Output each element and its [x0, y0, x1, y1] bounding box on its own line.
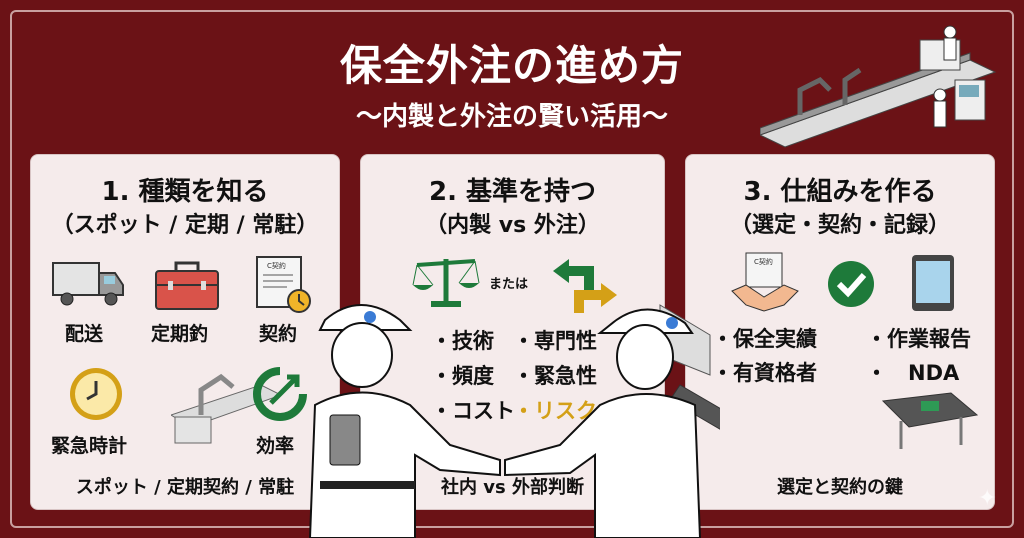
criteria-risk: ・リスク [513, 399, 597, 423]
requirement-nda: ・ NDA [866, 361, 960, 385]
efficiency-icon [253, 367, 307, 421]
panel-system: 3. 仕組みを作る （選定・契約・記録） C契約 ・保全実績 ・有資格者 ・作業… [685, 154, 995, 510]
panel-types: 1. 種類を知る （スポット / 定期 / 常駐） C契約 配送 定期釣 契約 … [30, 154, 340, 510]
requirement-qualified-staff: ・有資格者 [712, 361, 817, 385]
worker-right [364, 308, 702, 538]
item-label-contract: 契約 [259, 323, 298, 345]
sparkle-icon: ✦ [978, 486, 997, 511]
panel-footer: スポット / 定期契約 / 常駐 [75, 477, 295, 498]
factory-line-illustration [760, 25, 997, 148]
or-connector: または [489, 277, 529, 292]
item-label-emergency-clock: 緊急時計 [51, 435, 128, 457]
panel-subheading: （選定・契約・記録） [729, 213, 950, 238]
clock-icon [70, 368, 122, 420]
requirement-work-report: ・作業報告 [866, 327, 971, 351]
criteria-frequency: ・頻度 [431, 364, 494, 388]
criteria-expertise: ・専門性 [513, 329, 597, 353]
panel-subheading: （内製 vs 外注） [425, 213, 600, 238]
panel-subheading: （スポット / 定期 / 常駐） [51, 213, 319, 238]
toolbox-icon [155, 261, 219, 310]
panel-heading: 2. 基準を持つ [428, 177, 597, 207]
page-subtitle: 〜内製と外注の賢い活用〜 [355, 102, 668, 132]
criteria-urgency: ・緊急性 [513, 364, 597, 388]
tablet-icon [912, 255, 954, 311]
item-label-delivery: 配送 [65, 323, 104, 345]
contract-doc-text: C契約 [754, 257, 773, 266]
panel-footer: 社内 vs 外部判断 [441, 477, 584, 498]
contract-clock-icon: C契約 [256, 256, 311, 313]
panel-heading: 3. 仕組みを作る [743, 177, 937, 207]
item-label-periodic: 定期釣 [151, 323, 209, 345]
outer-frame [10, 10, 1014, 528]
balance-scale-icon [412, 259, 480, 307]
handshake-contract-icon: C契約 [731, 252, 799, 312]
panel-footer: 選定と契約の鍵 [777, 477, 903, 498]
contract-doc-text: C契約 [267, 261, 286, 270]
direction-arrows-icon [553, 259, 617, 313]
truck-icon [52, 262, 124, 306]
criteria-cost: ・コスト [431, 399, 515, 423]
panel-heading: 1. 種類を知る [101, 177, 269, 207]
workers-handshake-illustration [308, 304, 720, 538]
checkmark-icon [828, 261, 874, 307]
criteria-technology: ・技術 [431, 329, 494, 353]
item-label-efficiency: 効率 [256, 435, 295, 457]
conveyor-icon [881, 392, 979, 449]
requirement-track-record: ・保全実績 [712, 327, 817, 351]
page-title: 保全外注の進め方 [339, 41, 684, 90]
worker-left [308, 304, 501, 538]
